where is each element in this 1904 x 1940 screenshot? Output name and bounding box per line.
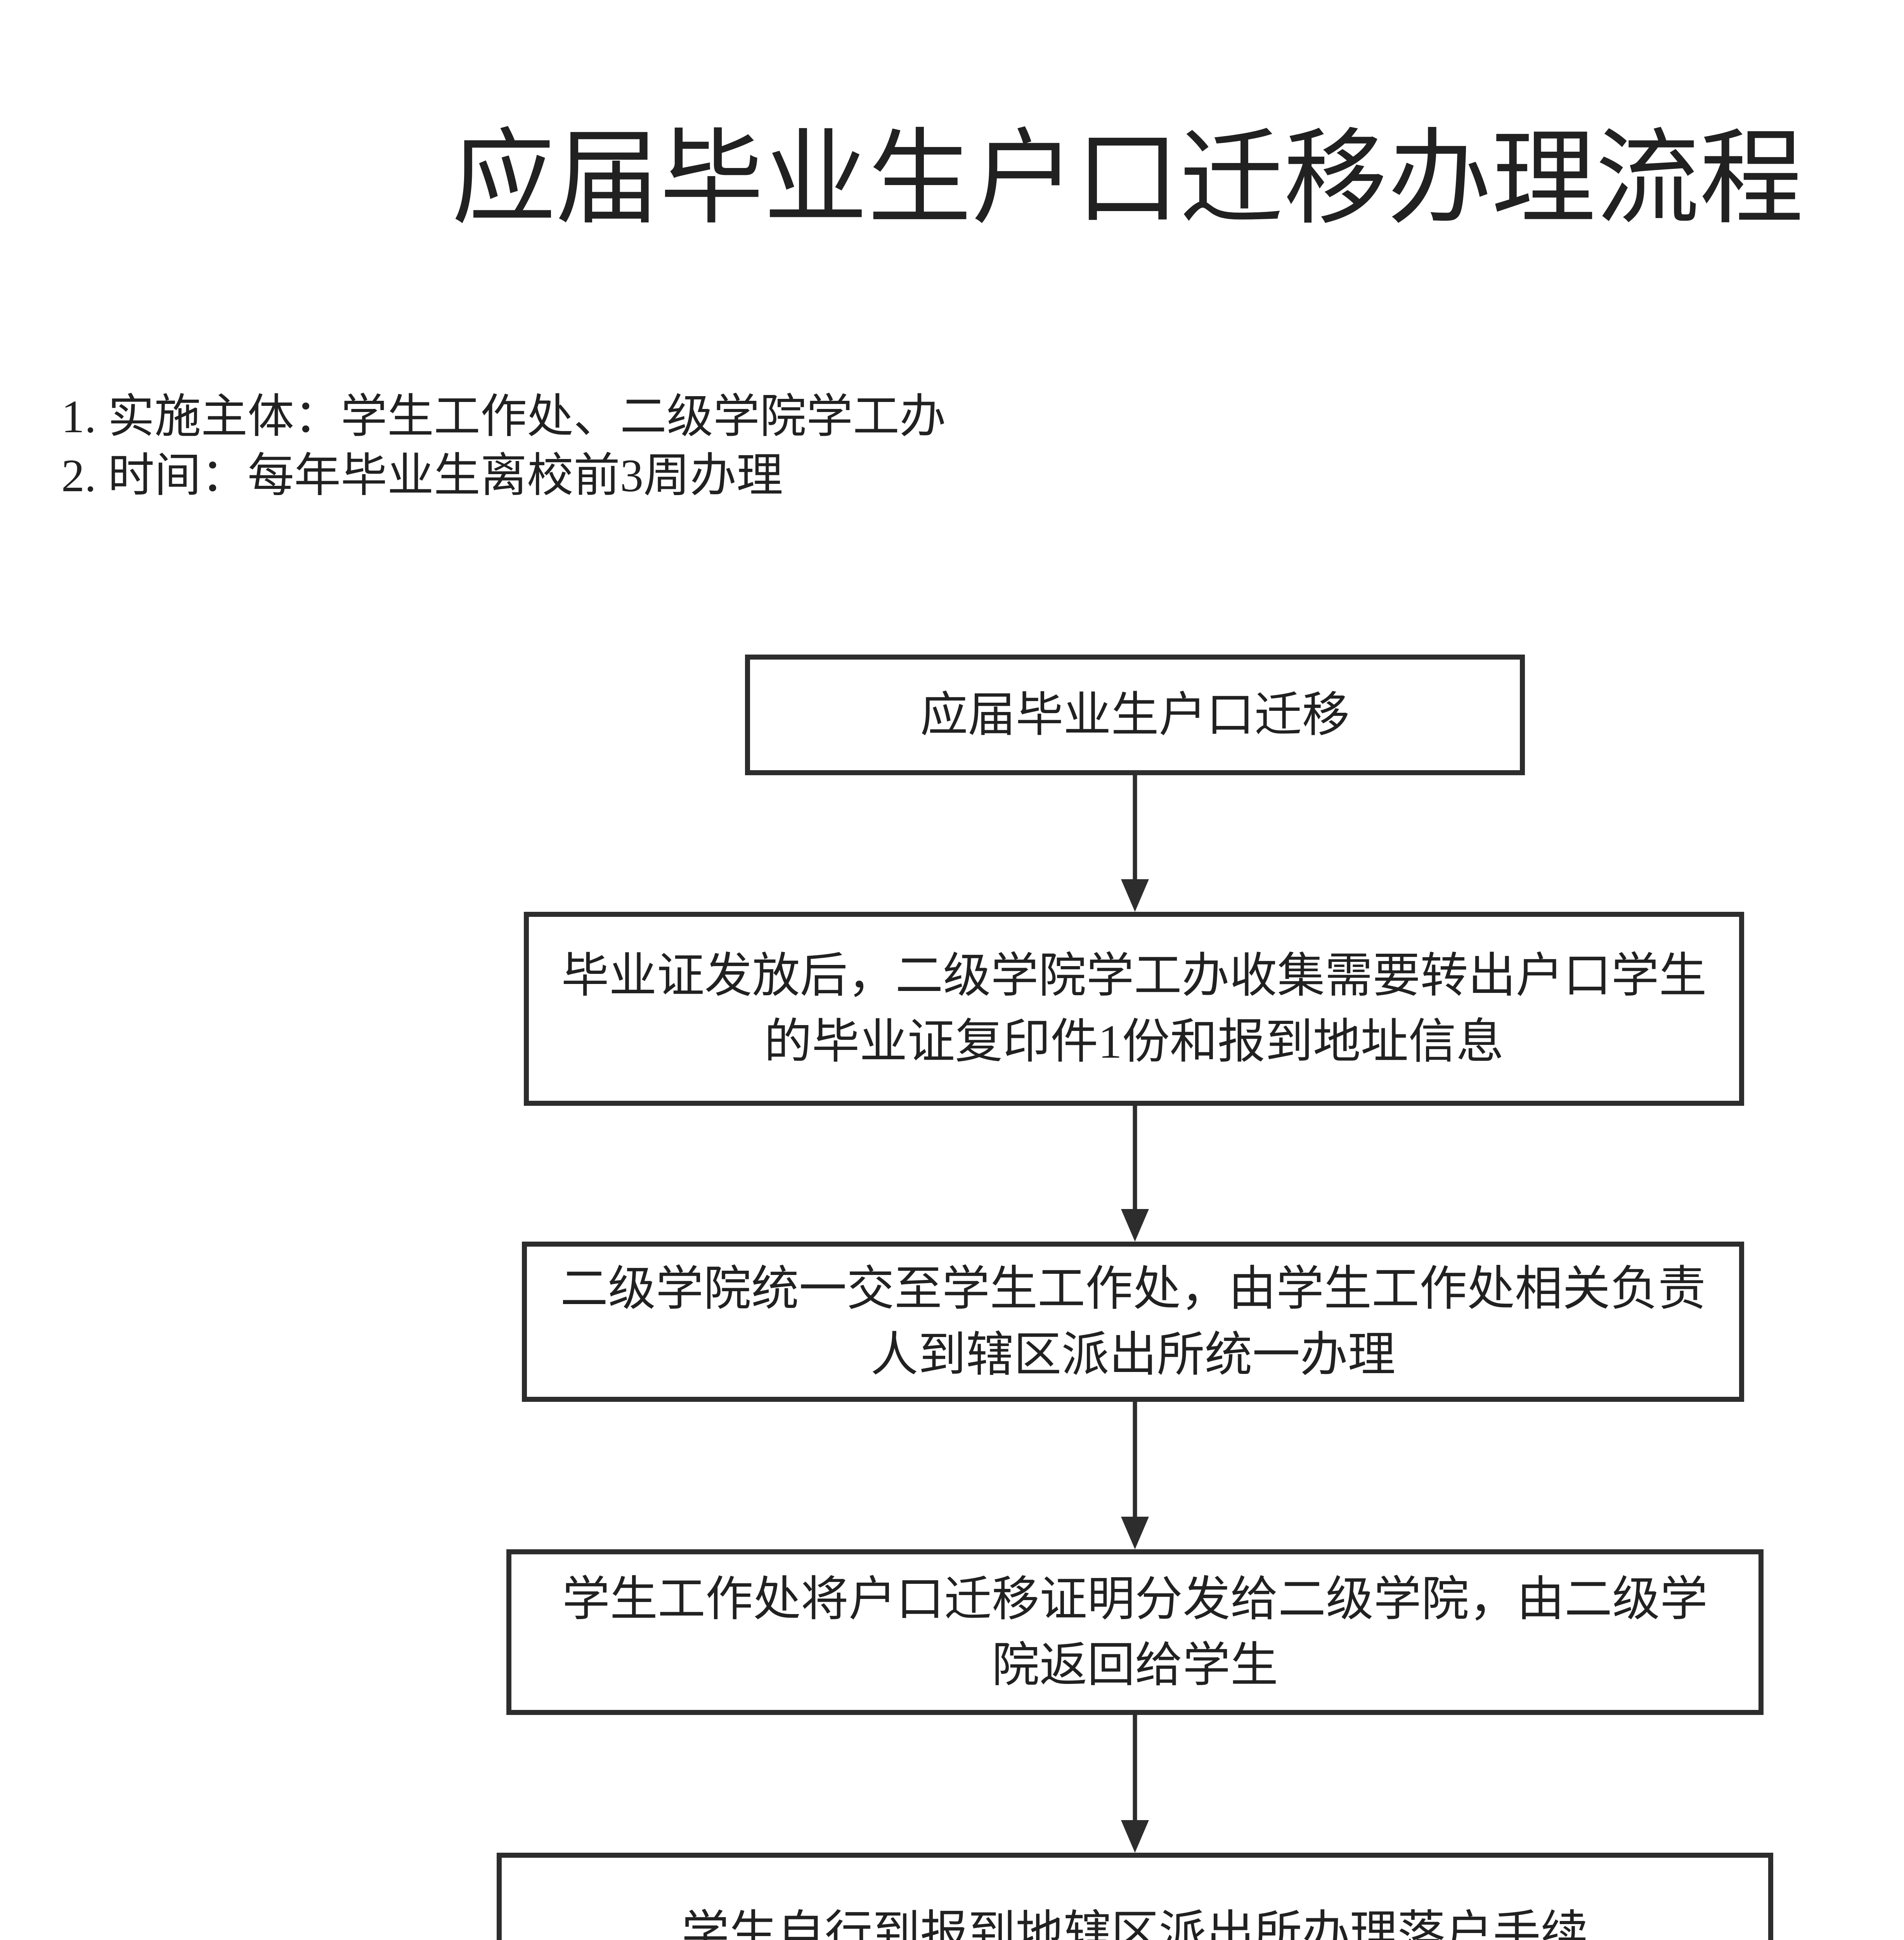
arrow-down-icon xyxy=(1121,879,1149,912)
flow-step-3-line-2: 人到辖区派出所统一办理 xyxy=(870,1328,1396,1381)
flow-step-2-line-1: 毕业证发放后，二级学院学工办收集需要转出户口学生 xyxy=(561,949,1707,1002)
arrow-line xyxy=(1133,775,1137,881)
flow-arrow-4 xyxy=(1121,1715,1149,1853)
arrow-down-icon xyxy=(1121,1517,1149,1549)
flow-step-4: 学生工作处将户口迁移证明分发给二级学院，由二级学 院返回给学生 xyxy=(506,1549,1764,1715)
flow-step-1: 应届毕业生户口迁移 xyxy=(745,655,1525,775)
flow-step-5-text: 学生自行到报到地辖区派出所办理落户手续 xyxy=(681,1906,1589,1940)
flow-arrow-1 xyxy=(1121,775,1149,912)
flow-step-5: 学生自行到报到地辖区派出所办理落户手续 xyxy=(497,1853,1773,1940)
note-implementer: 1. 实施主体：学生工作处、二级学院学工办 xyxy=(61,391,946,442)
note-time: 2. 时间：每年毕业生离校前3周办理 xyxy=(61,450,783,501)
flow-arrow-2 xyxy=(1121,1106,1149,1242)
notes-list: 1. 实施主体：学生工作处、二级学院学工办 2. 时间：每年毕业生离校前3周办理 xyxy=(61,387,946,505)
flow-arrow-3 xyxy=(1121,1402,1149,1549)
flow-step-1-text: 应届毕业生户口迁移 xyxy=(920,688,1350,741)
arrow-down-icon xyxy=(1121,1820,1149,1853)
arrow-line xyxy=(1133,1402,1137,1518)
flow-step-3-line-1: 二级学院统一交至学生工作处，由学生工作处相关负责 xyxy=(560,1262,1706,1315)
flow-step-4-line-2: 院返回给学生 xyxy=(992,1638,1278,1692)
flow-step-4-line-1: 学生工作处将户口迁移证明分发给二级学院，由二级学 xyxy=(562,1572,1708,1626)
arrow-line xyxy=(1133,1106,1137,1211)
page-title: 应届毕业生户口迁移办理流程 xyxy=(452,121,1804,237)
flow-step-2: 毕业证发放后，二级学院学工办收集需要转出户口学生 的毕业证复印件1份和报到地址信… xyxy=(524,912,1744,1106)
arrow-line xyxy=(1133,1715,1137,1822)
flow-step-2-line-2: 的毕业证复印件1份和报到地址信息 xyxy=(764,1015,1504,1068)
flow-step-3: 二级学院统一交至学生工作处，由学生工作处相关负责 人到辖区派出所统一办理 xyxy=(522,1242,1744,1402)
arrow-down-icon xyxy=(1121,1209,1149,1242)
